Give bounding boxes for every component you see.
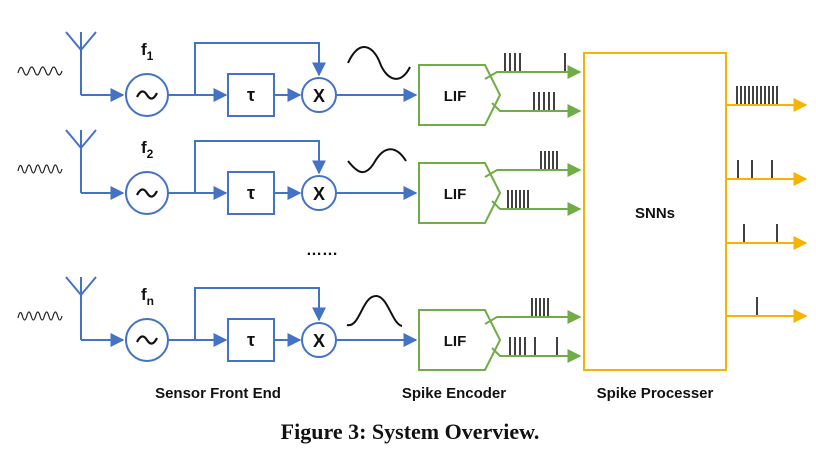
spike-line-bottom [491,347,582,363]
sensor-chain-1: f1 τ X LIF [17,31,582,126]
spike-train-bottom [533,92,555,110]
chain-ellipsis: …… [306,242,338,259]
spike-line-top [484,65,582,80]
sensor-chain-3: fn τ X LIF [17,276,582,371]
antenna-icon [65,129,97,193]
lif-encoder-box [418,162,502,224]
delay-box [227,318,275,362]
antenna-icon [65,276,97,340]
oscillator-wave-icon [136,188,158,198]
output-waveform [347,148,407,174]
spike-train-top [504,53,566,71]
stage-label-front-end: Sensor Front End [155,385,281,402]
figure-caption: Figure 3: System Overview. [281,419,540,444]
frequency-label: f1 [141,40,154,63]
output-spike-train [743,224,778,242]
snn-output-2 [726,160,808,186]
input-waveform [17,164,63,174]
frequency-label: fn [141,285,154,308]
snn-output-4 [726,297,808,323]
input-waveform [17,66,63,76]
lif-encoder-box [418,64,502,126]
spike-line-top [484,310,582,325]
output-spike-train [737,160,773,178]
snn-output-1 [726,86,808,112]
mixer-label: X [313,184,325,204]
oscillator-wave-icon [136,90,158,100]
mixer-label: X [313,331,325,351]
oscillator-wave-icon [136,335,158,345]
bypass-line [194,140,326,193]
spike-line-bottom [491,102,582,118]
spike-line-top [484,163,582,178]
sensor-chain-2: f2 τ X LIF [17,129,582,224]
spike-line-bottom [491,200,582,216]
delay-label: τ [247,330,255,350]
snn-processor-box [583,52,727,371]
snn-output-3 [726,224,808,250]
output-waveform [347,46,411,80]
snn-outputs [726,86,808,323]
spike-train-bottom [507,190,529,208]
antenna-icon [65,31,97,95]
stage-label-encoder: Spike Encoder [402,385,506,402]
output-spike-train [736,86,778,104]
lif-label: LIF [444,186,467,203]
stage-label-processor: Spike Processer [597,385,714,402]
bypass-line [194,42,326,95]
lif-label: LIF [444,88,467,105]
input-waveform [17,311,63,321]
output-waveform [346,294,403,327]
delay-label: τ [247,85,255,105]
frequency-label: f2 [141,138,154,161]
bypass-line [194,287,326,340]
lif-label: LIF [444,333,467,350]
delay-label: τ [247,183,255,203]
mixer-label: X [313,86,325,106]
lif-encoder-box [418,309,502,371]
delay-box [227,171,275,215]
spike-train-top [540,151,558,169]
snn-label: SNNs [635,205,675,222]
spike-train-top [531,298,549,316]
spike-train-bottom [509,337,558,355]
delay-box [227,73,275,117]
